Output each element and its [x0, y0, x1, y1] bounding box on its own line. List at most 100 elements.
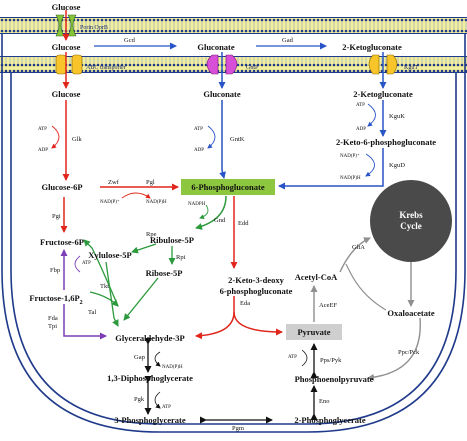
krebs-label-line1: Krebs [399, 210, 423, 220]
enzyme-fbp: Fbp [50, 267, 60, 274]
cofactor-nadph-zwf: NAD(P)H [146, 200, 167, 205]
cofactor-curve-pgk [154, 391, 161, 409]
kdpg-line1: 2-Keto-3-deoxy [228, 275, 284, 285]
enzyme-gnd: Gnd [214, 217, 226, 224]
fructose-1-6-bisphosphate: Fructose-1,6P2 [29, 293, 82, 306]
arrow-eda-to-pyruvate [233, 311, 283, 336]
cofactor-atp-pps: ATP [288, 355, 297, 360]
enzyme-eno: Eno [319, 398, 329, 405]
pyruvate-highlight-box [286, 324, 342, 340]
cofactor-curve-gap [154, 351, 161, 367]
arrow-tal-to-fructose6p [83, 239, 119, 307]
fructose-16p-subscript: 2 [80, 300, 83, 306]
krebs-cycle-circle [370, 180, 452, 262]
cofactor-curve-kguk [367, 103, 376, 127]
enzyme-gap: Gap [134, 354, 145, 361]
enzyme-rpe: Rpe [146, 231, 157, 238]
cofactor-curve-gntk [207, 125, 216, 149]
arrow-eda-to-g3p [195, 296, 235, 340]
enzyme-gntk: GntK [230, 136, 245, 143]
enzyme-edd: Edd [238, 220, 249, 227]
cofactor-atp-gntk: ATP [194, 127, 203, 132]
pg6-highlight-box [181, 179, 275, 195]
abc-label: ABC transporter [86, 65, 126, 71]
enzyme-zwf: Zwf [108, 179, 120, 186]
cofactor-nadp-kgud: NAD(P)⁺ [340, 153, 360, 159]
kdpg-line2: 6-phosphogluconate [220, 286, 293, 296]
cofactor-nadph-gap: NAD(P)H [162, 365, 183, 370]
pyruvate: Pyruvate [297, 327, 330, 337]
krebs-label-line2: Cycle [400, 221, 422, 231]
cofactor-atp-fbp: ATP [82, 261, 91, 266]
glucose-extracellular: Glucose [52, 2, 81, 12]
enzyme-gcd: Gcd [124, 37, 136, 44]
fructose-16p-main: Fructose-1,6P [29, 293, 79, 303]
arrow-fda-tpi [63, 304, 107, 340]
6-phosphogluconate: 6-Phosphogluconate [191, 182, 264, 192]
gluconate-periplasm: Gluconate [197, 42, 235, 52]
ketogluconate-cytoplasm: 2-Ketogluconate [353, 89, 413, 99]
keto-6-phosphogluconate: 2-Keto-6-phosphogluconate [336, 137, 436, 147]
cofactor-adp-glk: ADP [38, 148, 48, 153]
arrow-kgud [278, 148, 384, 190]
enzyme-glta: GltA [352, 244, 365, 251]
acetyl-coa: Acetyl-CoA [295, 272, 338, 282]
enzyme-kgud: KguD [389, 162, 405, 169]
enzyme-kguk: KguK [389, 113, 405, 120]
cofactor-curve-zwf [121, 192, 151, 199]
arrow-tal [89, 291, 119, 307]
cofactor-curve-pps [301, 349, 308, 367]
enzyme-glk: Glk [72, 136, 83, 143]
3-phosphoglycerate: 3-Phosphoglycerate [114, 415, 186, 425]
enzyme-acef: AceEF [319, 302, 337, 309]
arrow-gntk [219, 100, 226, 179]
cofactor-curve-fbp [74, 255, 81, 273]
enzyme-tpi: Tpi [48, 323, 57, 330]
kgut-label: KguT [404, 65, 418, 71]
arrow-gnd [195, 195, 227, 230]
ribulose-5p: Ribulose-5P [150, 235, 194, 245]
glucose-6p: Glucose-6P [41, 182, 82, 192]
glucose-cytoplasm: Glucose [52, 89, 81, 99]
gntp-label: GntP [246, 65, 259, 71]
enzyme-eda: Eda [240, 300, 250, 307]
cofactor-nadph-kgud: NAD(P)H [340, 176, 361, 181]
porin-label: Porin OprB [80, 25, 108, 31]
gluconate-cytoplasm: Gluconate [203, 89, 241, 99]
cofactor-curve-gnd [199, 204, 209, 220]
enzyme-pgl: Pgl [146, 179, 155, 186]
enzyme-tal: Tal [88, 309, 96, 316]
cofactor-curve-glk [51, 125, 60, 149]
enzyme-pps-pyk: Pps/Pyk [320, 357, 342, 364]
abc-transporter: ABC transporter [55, 54, 126, 75]
cofactor-nadph-gnd: NADPH [188, 202, 206, 207]
enzyme-pgm: Pgm [232, 425, 244, 432]
cofactor-curve-kgud [365, 153, 375, 177]
ribose-5p: Ribose-5P [146, 268, 183, 278]
fructose-6p: Fructose-6P [40, 237, 84, 247]
enzyme-fda: Fda [48, 315, 58, 322]
enzyme-tkt: Tkt [100, 283, 109, 290]
gntp-transporter: GntP [206, 54, 259, 75]
phosphoenolpyruvate: Phosphoenolpyruvate [295, 374, 374, 384]
cofactor-atp-pgk: ATP [162, 405, 171, 410]
cofactor-atp-glk: ATP [38, 127, 47, 132]
arrow-ribose-to-g3p [123, 277, 159, 321]
oxaloacetate: Oxaloacetate [387, 308, 434, 318]
outer-membrane [0, 17, 467, 34]
2-phosphoglycerate: 2-Phosphoglycerate [294, 415, 366, 425]
ketogluconate-periplasm: 2-Ketogluconate [342, 42, 402, 52]
arrow-rpe [131, 243, 157, 254]
1-3-diphosphoglycerate: 1,3-Diphosphoglycerate [107, 373, 193, 383]
cofactor-adp-gntk: ADP [194, 148, 204, 153]
enzyme-rpi: Rpi [176, 254, 186, 261]
arrow-ppc-pck [367, 317, 421, 381]
arrow-glta [339, 237, 371, 273]
cofactor-nadp-zwf: NAD(P)⁺ [100, 199, 120, 205]
glyceraldehyde-3p: Glyceraldehyde-3P [115, 333, 184, 343]
cell-envelope-inner-line [10, 73, 457, 425]
enzyme-ppc-pck: Ppc/Pck [398, 349, 420, 356]
cofactor-atp-kguk: ATP [356, 103, 365, 108]
